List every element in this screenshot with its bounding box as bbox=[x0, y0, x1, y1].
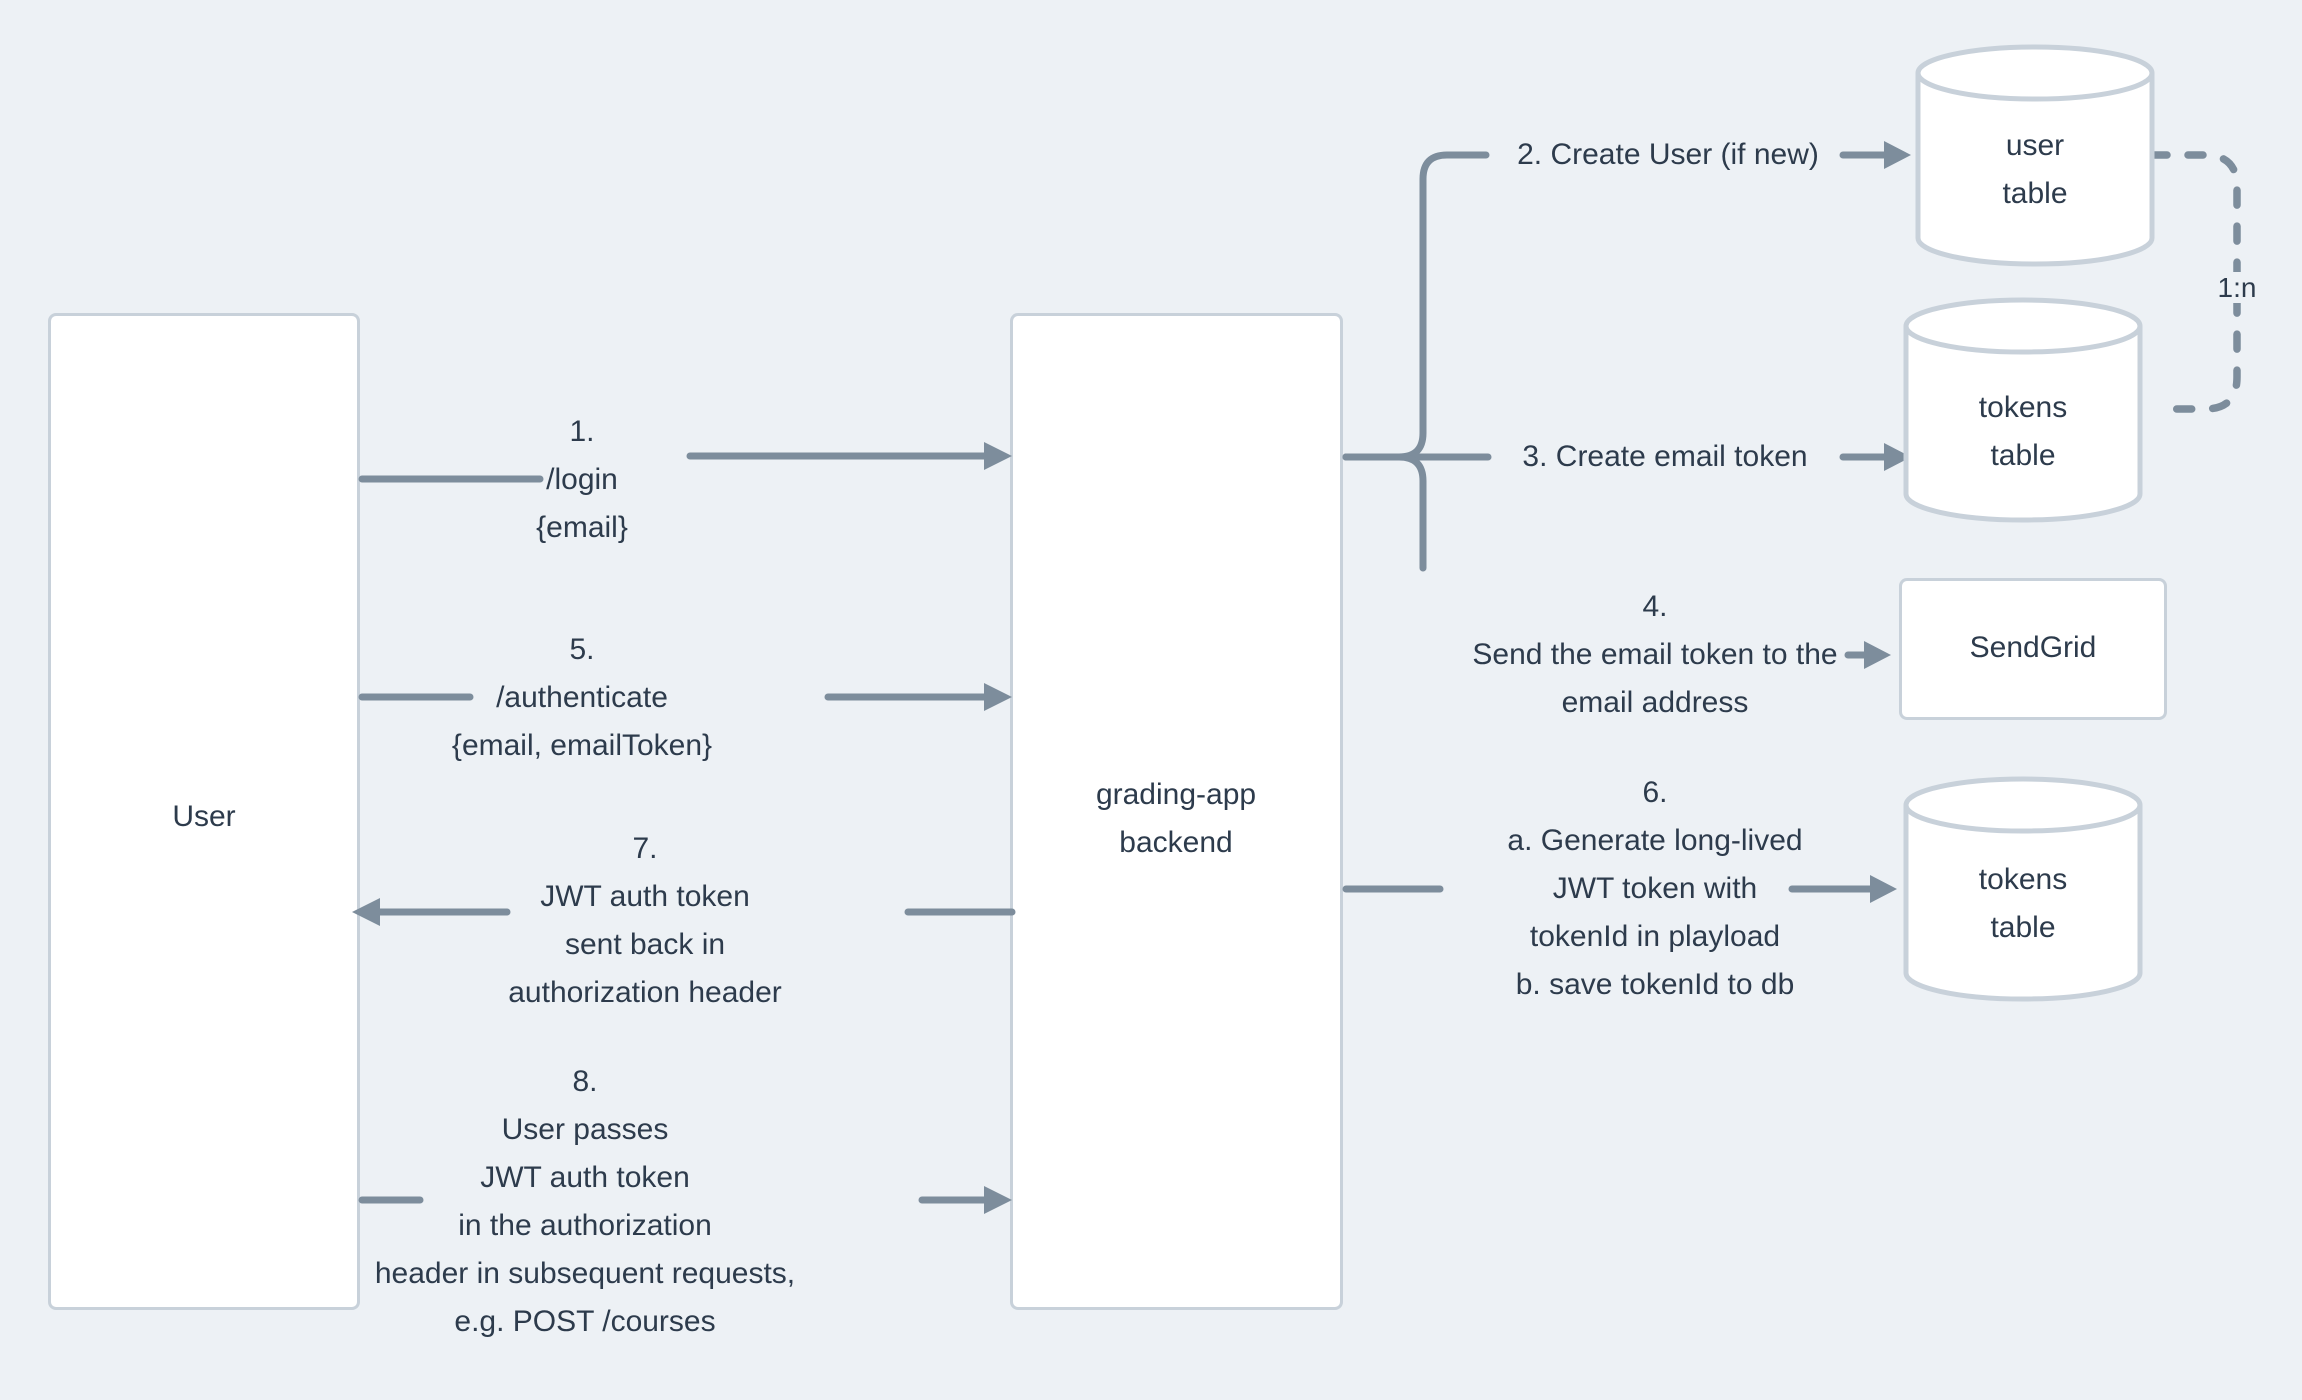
node-label-line: user bbox=[2005, 129, 2065, 162]
message-line: a. Generate long-lived bbox=[1507, 824, 1803, 857]
message-line: e.g. POST /courses bbox=[454, 1305, 716, 1338]
node-label-line: grading-app bbox=[1095, 778, 1257, 811]
arrow-6-head-icon bbox=[1870, 875, 1897, 903]
backend-node-label: grading-app backend bbox=[1096, 771, 1256, 867]
arrow-8-head-icon bbox=[984, 1186, 1012, 1214]
message-line: JWT auth token bbox=[480, 1161, 690, 1194]
connector-branch-tail bbox=[1342, 453, 1427, 572]
message-line: {email} bbox=[536, 511, 628, 544]
user-node bbox=[48, 313, 360, 1310]
arrow-3-head-icon bbox=[1884, 443, 1911, 471]
user-table-cylinder bbox=[1915, 44, 2155, 267]
message-line: sent back in bbox=[564, 928, 726, 961]
connector-branch-create-user bbox=[1342, 151, 1490, 461]
message-line: tokenId in playload bbox=[1529, 920, 1781, 953]
message-line: b. save tokenId to db bbox=[1515, 968, 1795, 1001]
arrow-2-head-icon bbox=[1884, 141, 1911, 169]
message-line: header in subsequent requests, bbox=[374, 1257, 796, 1290]
message-line: User passes bbox=[501, 1113, 669, 1146]
message-line: 5. bbox=[569, 633, 595, 666]
user-table-label: user table bbox=[2002, 122, 2067, 218]
message-line: /authenticate bbox=[496, 681, 668, 714]
message-8-label: 8. User passes JWT auth token in the aut… bbox=[375, 1058, 795, 1346]
backend-node bbox=[1010, 313, 1343, 1310]
message-line: JWT token with bbox=[1552, 872, 1758, 905]
message-4-label: 4. Send the email token to the email add… bbox=[1472, 583, 1837, 727]
message-line: Send the email token to the bbox=[1472, 638, 1838, 671]
tokens-table-bottom-label: tokens table bbox=[1979, 856, 2067, 952]
message-2-label: 2. Create User (if new) bbox=[1517, 131, 1819, 179]
message-line: 3. Create email token bbox=[1522, 440, 1808, 473]
tokens-table-top-cylinder bbox=[1903, 297, 2143, 523]
message-1-label: 1. /login {email} bbox=[536, 408, 628, 552]
sendgrid-node-label: SendGrid bbox=[1970, 624, 2097, 672]
message-7-label: 7. JWT auth token sent back in authoriza… bbox=[508, 825, 782, 1017]
message-line: 7. bbox=[632, 832, 658, 865]
sendgrid-node bbox=[1899, 578, 2167, 720]
message-line: 4. bbox=[1642, 590, 1668, 623]
node-label-line: tokens bbox=[1978, 863, 2068, 896]
message-line: 6. bbox=[1642, 776, 1668, 809]
message-6-label: 6. a. Generate long-lived JWT token with… bbox=[1507, 769, 1802, 1009]
node-label-line: table bbox=[1990, 439, 2056, 472]
node-label-line: User bbox=[172, 800, 236, 833]
node-label-line: SendGrid bbox=[1969, 631, 2097, 664]
message-line: 2. Create User (if new) bbox=[1517, 138, 1819, 171]
message-line: authorization header bbox=[508, 976, 782, 1009]
arrow-1-head-icon bbox=[984, 442, 1012, 470]
message-5-label: 5. /authenticate {email, emailToken} bbox=[452, 626, 712, 770]
message-line: in the authorization bbox=[458, 1209, 712, 1242]
relation-1n-dashed-line bbox=[2148, 151, 2241, 413]
node-label-line: table bbox=[2002, 177, 2068, 210]
relation-1n-label: 1:n bbox=[2209, 264, 2265, 312]
arrow-4-head-icon bbox=[1864, 641, 1891, 669]
message-line: 8. bbox=[572, 1065, 598, 1098]
node-label-line: table bbox=[1990, 911, 2056, 944]
tokens-table-top-label: tokens table bbox=[1979, 384, 2067, 480]
message-line: 1. bbox=[569, 415, 595, 448]
message-line: {email, emailToken} bbox=[451, 729, 713, 762]
relation-1n-text: 1:n bbox=[2209, 272, 2265, 303]
message-line: email address bbox=[1561, 686, 1749, 719]
node-label-line: backend bbox=[1119, 826, 1233, 859]
user-node-label: User bbox=[172, 793, 235, 841]
arrow-5-head-icon bbox=[984, 683, 1012, 711]
message-3-label: 3. Create email token bbox=[1522, 433, 1807, 481]
message-line: /login bbox=[546, 463, 618, 496]
tokens-table-bottom-cylinder bbox=[1903, 776, 2143, 1002]
node-label-line: tokens bbox=[1978, 391, 2068, 424]
arrow-7-head-icon bbox=[352, 898, 380, 926]
message-line: JWT auth token bbox=[540, 880, 750, 913]
